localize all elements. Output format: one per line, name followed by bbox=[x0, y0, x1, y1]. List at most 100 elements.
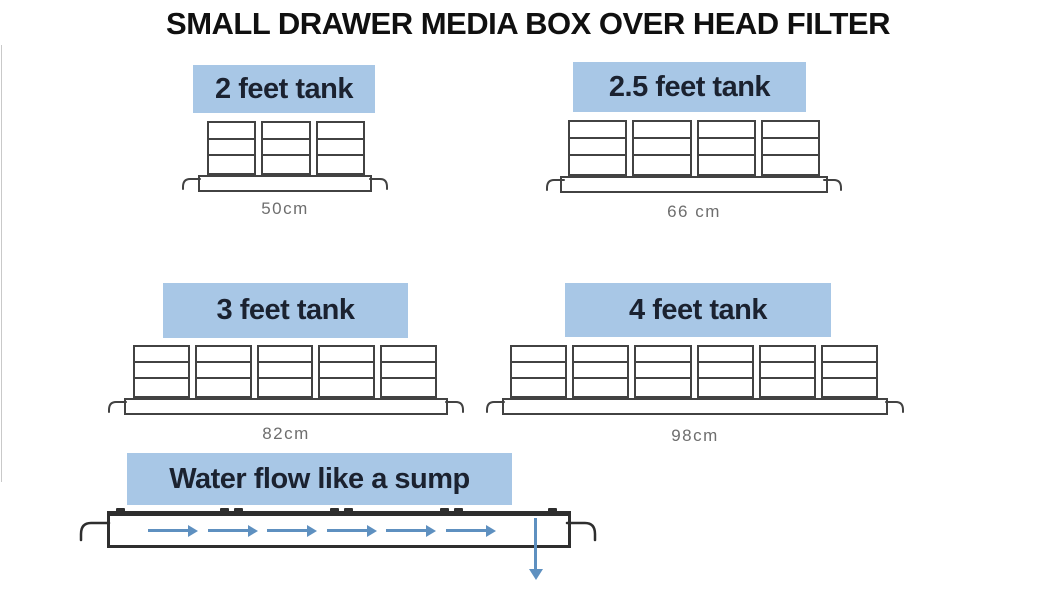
base-hook-right-icon bbox=[445, 401, 464, 413]
tank-base-tray bbox=[560, 176, 828, 193]
media-box bbox=[634, 345, 692, 398]
base-hook-right-icon bbox=[885, 401, 904, 413]
base-hook-left-icon bbox=[182, 178, 201, 190]
flow-arrow-head bbox=[366, 524, 377, 537]
media-box-row bbox=[510, 345, 879, 398]
drawer-divider bbox=[634, 137, 690, 140]
flow-arrow-line bbox=[267, 529, 308, 532]
media-box bbox=[194, 345, 252, 398]
tank-base-tray bbox=[198, 175, 372, 192]
flow-arrow-line bbox=[207, 529, 248, 532]
base-hook-right-icon bbox=[369, 178, 388, 190]
flow-arrow-line bbox=[386, 529, 427, 532]
drawer-divider bbox=[135, 361, 188, 364]
drawer-divider bbox=[762, 154, 818, 157]
drawer-divider bbox=[698, 137, 754, 140]
tank-base-tray bbox=[502, 398, 888, 415]
drawer-divider bbox=[570, 137, 626, 140]
media-box-row bbox=[133, 345, 437, 398]
tank-2-5ft-width-label: 66 cm bbox=[667, 202, 721, 221]
flow-arrow-head bbox=[247, 524, 258, 537]
drawer-divider bbox=[512, 377, 566, 380]
flow-arrow-down-line bbox=[534, 518, 537, 570]
tank-3ft-label: 3 feet tank bbox=[163, 283, 408, 338]
tray-nub bbox=[454, 508, 463, 514]
drawer-divider bbox=[209, 137, 255, 140]
drawer-divider bbox=[258, 377, 312, 380]
media-box bbox=[133, 345, 190, 398]
tray-nub bbox=[234, 508, 243, 514]
media-box bbox=[568, 120, 628, 176]
media-box bbox=[261, 121, 311, 175]
tray-nub bbox=[548, 508, 557, 514]
base-hook-right-icon bbox=[823, 179, 842, 191]
drawer-divider bbox=[698, 377, 752, 380]
flow-arrow-down-head bbox=[529, 569, 543, 580]
drawer-divider bbox=[135, 377, 188, 380]
media-box bbox=[380, 345, 437, 398]
media-box bbox=[696, 120, 756, 176]
water-flow-label: Water flow like a sump bbox=[127, 453, 512, 505]
tank-4ft-label: 4 feet tank bbox=[565, 283, 831, 337]
flow-arrow-line bbox=[445, 529, 486, 532]
media-box bbox=[758, 345, 816, 398]
drawer-divider bbox=[512, 361, 566, 364]
tank-3ft-width-label: 82cm bbox=[262, 424, 310, 443]
flow-arrow-right-icon bbox=[445, 524, 496, 537]
drawer-divider bbox=[263, 137, 309, 140]
media-box bbox=[207, 121, 257, 175]
drawer-divider bbox=[636, 361, 690, 364]
drawer-divider bbox=[382, 377, 435, 380]
flow-arrows-row bbox=[148, 516, 496, 545]
drawer-divider bbox=[574, 361, 628, 364]
sump-hook-left-icon bbox=[79, 521, 111, 542]
tank-2ft-label: 2 feet tank bbox=[193, 65, 375, 113]
media-box bbox=[510, 345, 568, 398]
drawer-divider bbox=[317, 137, 363, 140]
drawer-divider bbox=[822, 377, 877, 380]
drawer-divider bbox=[636, 377, 690, 380]
base-hook-left-icon bbox=[486, 401, 505, 413]
drawer-divider bbox=[570, 154, 626, 157]
drawer-divider bbox=[196, 377, 250, 380]
media-box bbox=[318, 345, 376, 398]
page-title: SMALL DRAWER MEDIA BOX OVER HEAD FILTER bbox=[166, 6, 890, 41]
sump-tray bbox=[107, 508, 571, 580]
drawer-divider bbox=[382, 361, 435, 364]
base-hook-left-icon bbox=[546, 179, 565, 191]
flow-arrow-head bbox=[307, 524, 318, 537]
base-hook-left-icon bbox=[108, 401, 127, 413]
media-box bbox=[696, 345, 754, 398]
drawer-divider bbox=[317, 154, 363, 156]
water-flow-diagram: Water flow like a sump bbox=[40, 453, 620, 591]
tank-base-tray bbox=[124, 398, 448, 415]
flow-arrow-right-icon bbox=[326, 524, 377, 537]
drawer-divider bbox=[762, 137, 818, 140]
tank-2-5ft-diagram: 2.5 feet tank 66 cm bbox=[546, 62, 842, 222]
sump-hook-right-icon bbox=[565, 521, 597, 542]
left-edge-line bbox=[1, 45, 2, 482]
media-box-row bbox=[207, 121, 365, 175]
media-box bbox=[256, 345, 314, 398]
flow-arrow-head bbox=[188, 524, 198, 537]
drawer-divider bbox=[574, 377, 628, 380]
tank-4ft-diagram: 4 feet tank 98cm bbox=[486, 283, 904, 447]
media-box-row bbox=[568, 120, 820, 176]
flow-arrow-right-icon bbox=[386, 524, 437, 537]
media-box bbox=[632, 120, 692, 176]
drawer-divider bbox=[698, 154, 754, 157]
tray-nub bbox=[344, 508, 353, 514]
drawer-divider bbox=[760, 377, 814, 380]
drawer-divider bbox=[822, 361, 877, 364]
media-box bbox=[572, 345, 630, 398]
drawer-divider bbox=[634, 154, 690, 157]
flow-arrow-line bbox=[148, 529, 188, 532]
tank-2ft-diagram: 2 feet tank 50cm bbox=[182, 65, 388, 220]
flow-arrow-right-icon bbox=[207, 524, 258, 537]
tray-nub bbox=[220, 508, 229, 514]
drawer-divider bbox=[258, 361, 312, 364]
tank-2-5ft-label: 2.5 feet tank bbox=[573, 62, 806, 112]
tank-2ft-width-label: 50cm bbox=[261, 199, 309, 218]
tray-nub bbox=[440, 508, 449, 514]
